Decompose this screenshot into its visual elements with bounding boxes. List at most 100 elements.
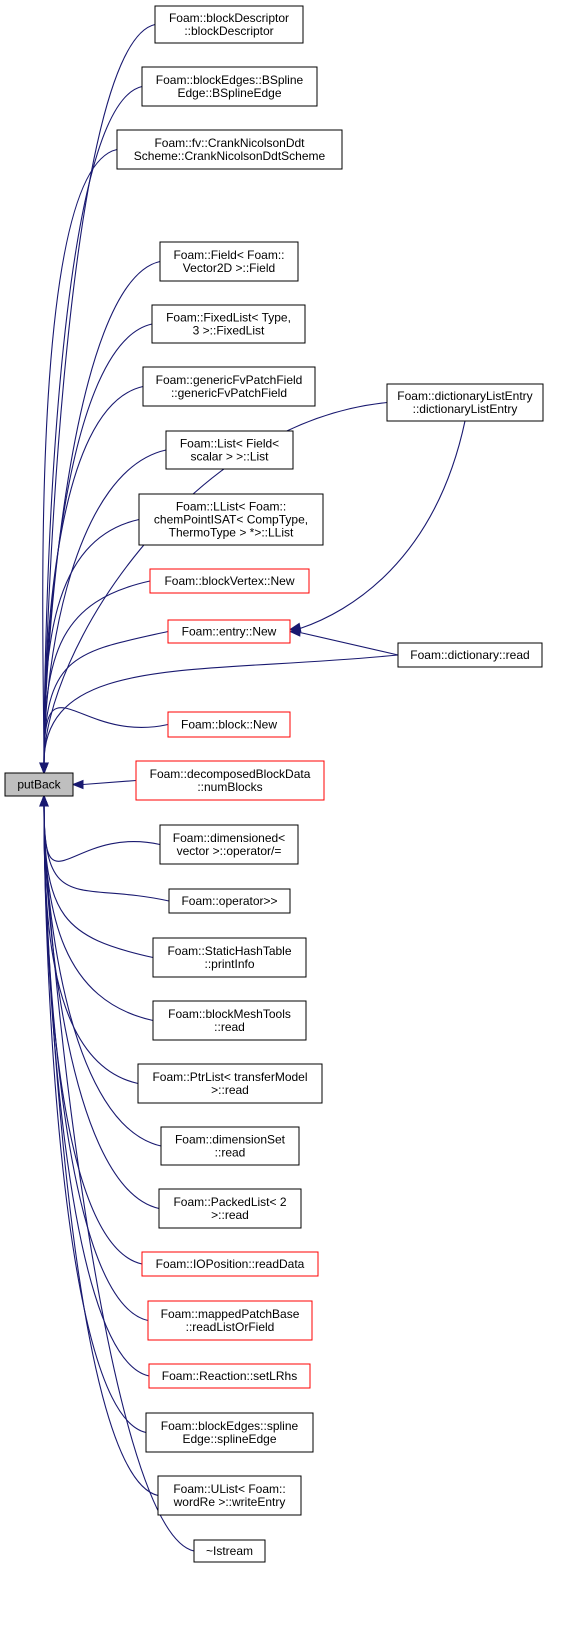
node-label-line: Foam::blockEdges::BSpline <box>156 73 304 87</box>
node-box <box>149 568 310 594</box>
node-box <box>137 1063 323 1104</box>
caller-node-n5[interactable]: Foam::FixedList< Type,3 >::FixedList <box>151 304 306 344</box>
node-label-line: Foam::blockVertex::New <box>164 574 294 588</box>
node-box <box>397 642 543 668</box>
node-box <box>159 824 299 865</box>
node-box <box>167 711 291 738</box>
edge-n24-to-root <box>39 794 150 1377</box>
caller-node-n11[interactable]: Foam::dictionaryListEntry::dictionaryLis… <box>386 383 544 422</box>
node-label-line: Foam::entry::New <box>182 625 277 639</box>
caller-node-n25[interactable]: Foam::blockEdges::splineEdge::splineEdge <box>145 1412 314 1453</box>
edge-line <box>82 779 137 786</box>
caller-node-n20[interactable]: Foam::dimensionSet::read <box>160 1126 300 1166</box>
node-box <box>160 1126 300 1166</box>
node-label-line: scalar > >::List <box>190 450 269 464</box>
node-box <box>141 1251 319 1277</box>
edge-n13-to-root <box>39 707 169 775</box>
caller-node-n6[interactable]: Foam::genericFvPatchField::genericFvPatc… <box>142 366 316 407</box>
edge-n16-to-root <box>39 794 170 902</box>
edge-line <box>43 805 195 1552</box>
edge-n15-to-root <box>39 794 161 862</box>
edge-line <box>299 420 466 630</box>
caller-node-n1[interactable]: Foam::blockDescriptor::blockDescriptor <box>154 5 304 44</box>
node-label-line: Foam::Field< Foam:: <box>173 248 284 262</box>
edge-n10-to-root <box>39 630 169 775</box>
node-box <box>148 1363 311 1389</box>
edge-n5-to-root <box>39 323 153 775</box>
node-label-line: Foam::blockDescriptor <box>169 11 289 25</box>
node-label-line: putBack <box>17 778 61 792</box>
caller-node-n9[interactable]: Foam::blockVertex::New <box>149 568 310 594</box>
edge-line <box>43 630 169 764</box>
node-label-line: Foam::FixedList< Type, <box>166 311 291 325</box>
node-label-line: ::readListOrField <box>186 1320 275 1334</box>
node-label-line: >::read <box>211 1208 249 1222</box>
edge-line <box>43 580 151 764</box>
caller-node-n24[interactable]: Foam::Reaction::setLRhs <box>148 1363 311 1389</box>
node-label-line: wordRe >::writeEntry <box>173 1495 286 1509</box>
edge-line <box>42 148 118 764</box>
root-node-putback[interactable]: putBack <box>4 772 74 797</box>
edge-line <box>43 805 143 1265</box>
arrowhead <box>71 779 84 790</box>
edge-line <box>43 805 170 902</box>
edge-n14-to-root <box>71 779 137 790</box>
node-label-line: Foam::dimensioned< <box>173 831 285 845</box>
node-box <box>147 1300 313 1341</box>
node-label-line: Foam::dictionary::read <box>410 648 529 662</box>
node-box <box>154 5 304 44</box>
caller-node-n4[interactable]: Foam::Field< Foam::Vector2D >::Field <box>159 241 299 282</box>
node-box <box>193 1539 266 1563</box>
caller-node-n7[interactable]: Foam::List< Field<scalar > >::List <box>165 430 294 470</box>
node-box <box>165 430 294 470</box>
edges-layer <box>39 23 466 1552</box>
caller-node-n8[interactable]: Foam::LList< Foam::chemPointISAT< CompTy… <box>138 493 324 546</box>
caller-node-n15[interactable]: Foam::dimensioned<vector >::operator/= <box>159 824 299 865</box>
node-box <box>138 493 324 546</box>
caller-node-n2[interactable]: Foam::blockEdges::BSplineEdge::BSplineEd… <box>141 66 318 107</box>
node-label-line: ::numBlocks <box>197 780 262 794</box>
edge-line <box>43 805 149 1322</box>
arrowhead <box>39 762 49 775</box>
node-box <box>4 772 74 797</box>
caller-node-n14[interactable]: Foam::decomposedBlockData::numBlocks <box>135 760 325 801</box>
node-label-line: ::read <box>215 1146 246 1160</box>
caller-node-n26[interactable]: Foam::UList< Foam::wordRe >::writeEntry <box>157 1475 302 1516</box>
edge-line <box>43 707 169 764</box>
edge-line <box>299 631 399 656</box>
edge-line <box>43 805 147 1434</box>
node-label-line: Vector2D >::Field <box>183 261 275 275</box>
caller-node-n17[interactable]: Foam::StaticHashTable::printInfo <box>152 937 307 978</box>
caller-node-n22[interactable]: Foam::IOPosition::readData <box>141 1251 319 1277</box>
node-label-line: Foam::UList< Foam:: <box>173 1482 285 1496</box>
node-label-line: vector >::operator/= <box>177 844 282 858</box>
caller-node-n16[interactable]: Foam::operator>> <box>168 888 291 914</box>
node-label-line: Edge::BSplineEdge <box>177 86 281 100</box>
arrowhead <box>39 794 49 807</box>
node-label-line: Scheme::CrankNicolsonDdtScheme <box>134 149 326 163</box>
caller-node-n13[interactable]: Foam::block::New <box>167 711 291 738</box>
caller-node-n21[interactable]: Foam::PackedList< 2>::read <box>158 1188 302 1229</box>
edge-n2-to-root <box>39 85 143 775</box>
caller-node-n3[interactable]: Foam::fv::CrankNicolsonDdtScheme::CrankN… <box>116 129 343 170</box>
edge-n12-to-n10 <box>288 627 399 656</box>
caller-node-n10[interactable]: Foam::entry::New <box>167 619 291 644</box>
node-label-line: Foam::Reaction::setLRhs <box>162 1369 297 1383</box>
edge-n3-to-root <box>39 148 118 775</box>
node-box <box>151 304 306 344</box>
node-label-line: 3 >::FixedList <box>193 324 265 338</box>
node-box <box>386 383 544 422</box>
node-label-line: Foam::blockEdges::spline <box>161 1419 299 1433</box>
caller-node-n27[interactable]: ~Istream <box>193 1539 266 1563</box>
node-label-line: Foam::decomposedBlockData <box>150 767 311 781</box>
caller-node-n19[interactable]: Foam::PtrList< transferModel>::read <box>137 1063 323 1104</box>
caller-node-n12[interactable]: Foam::dictionary::read <box>397 642 543 668</box>
arrowhead <box>288 627 301 637</box>
caller-node-n18[interactable]: Foam::blockMeshTools::read <box>152 1000 307 1041</box>
node-box <box>145 1412 314 1453</box>
node-label-line: Foam::dictionaryListEntry <box>397 389 532 403</box>
edge-line <box>43 805 154 1022</box>
edge-line <box>43 805 161 862</box>
caller-node-n23[interactable]: Foam::mappedPatchBase::readListOrField <box>147 1300 313 1341</box>
